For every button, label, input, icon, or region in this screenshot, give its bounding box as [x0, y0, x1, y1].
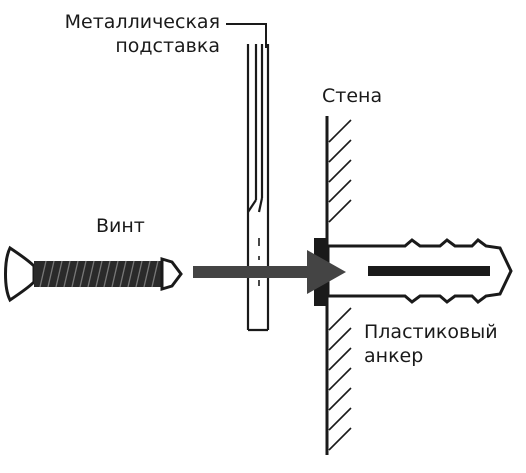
- plastic-anchor-label-line1: Пластиковый: [364, 321, 498, 343]
- metal-stand-label-line2: подставка: [115, 35, 220, 57]
- screw: [4, 245, 183, 303]
- screw-label: Винт: [96, 215, 145, 237]
- wall-hatching: [328, 119, 352, 451]
- metal-stand: [246, 44, 270, 332]
- stand-leader-line: [226, 23, 267, 48]
- screw-threads: [39, 260, 159, 288]
- plastic-anchor-label-line2: анкер: [364, 345, 424, 367]
- metal-stand-label: Металлическая подставка: [8, 10, 220, 58]
- plastic-anchor-label: Пластиковый анкер: [364, 320, 498, 368]
- plastic-anchor: [314, 238, 513, 306]
- wall-label: Стена: [322, 85, 383, 107]
- metal-stand-label-line1: Металлическая: [64, 11, 220, 33]
- insertion-arrow: [193, 250, 346, 294]
